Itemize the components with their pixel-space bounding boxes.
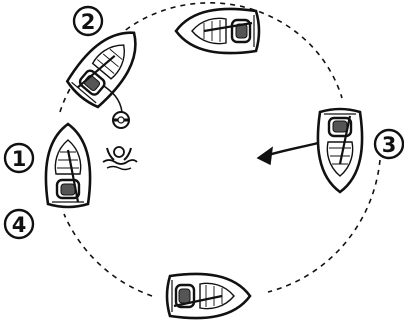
boat-icon [167, 274, 250, 318]
boat-icon [318, 109, 362, 192]
step-4-icon: 4 [5, 210, 33, 238]
swimmer-icon [103, 147, 137, 170]
arrow-icon [258, 143, 318, 164]
life-ring-icon [113, 112, 129, 128]
step-4-label: 4 [12, 213, 27, 237]
step-1-icon: 1 [5, 144, 33, 172]
step-2-icon: 2 [74, 7, 102, 35]
boat-icon [64, 19, 151, 111]
step-3-label: 3 [382, 133, 397, 157]
boat-icon [176, 9, 259, 53]
step-1-label: 1 [12, 147, 27, 171]
boat-icon [46, 124, 90, 207]
step-2-label: 2 [81, 10, 96, 34]
step-3-icon: 3 [375, 130, 403, 158]
